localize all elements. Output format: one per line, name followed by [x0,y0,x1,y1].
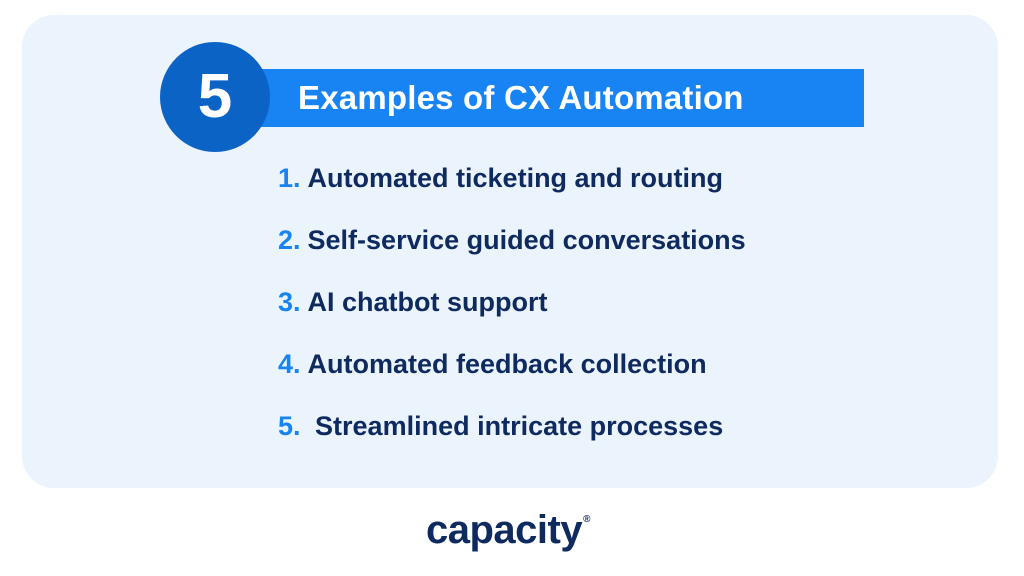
title-banner [240,69,864,127]
item-number: 2. [278,225,301,255]
item-label: Streamlined intricate processes [307,411,724,441]
item-label: AI chatbot support [307,287,548,317]
list-item: 1.Automated ticketing and routing [278,160,723,196]
item-number: 5. [278,411,301,441]
item-label: Automated ticketing and routing [307,163,724,193]
item-number: 4. [278,349,301,379]
capacity-logo: capacity® [426,508,590,553]
list-item: 4.Automated feedback collection [278,346,707,382]
registered-mark: ® [583,514,590,525]
page-title: Examples of CX Automation [298,79,744,116]
item-label: Self-service guided conversations [307,225,746,255]
list-item: 2.Self-service guided conversations [278,222,746,258]
item-number: 1. [278,163,301,193]
list-item: 3.AI chatbot support [278,284,548,320]
logo-text: capacity [426,508,583,552]
number-badge: 5 [160,42,270,152]
list-item: 5. Streamlined intricate processes [278,408,723,444]
item-number: 3. [278,287,301,317]
item-label: Automated feedback collection [307,349,707,379]
